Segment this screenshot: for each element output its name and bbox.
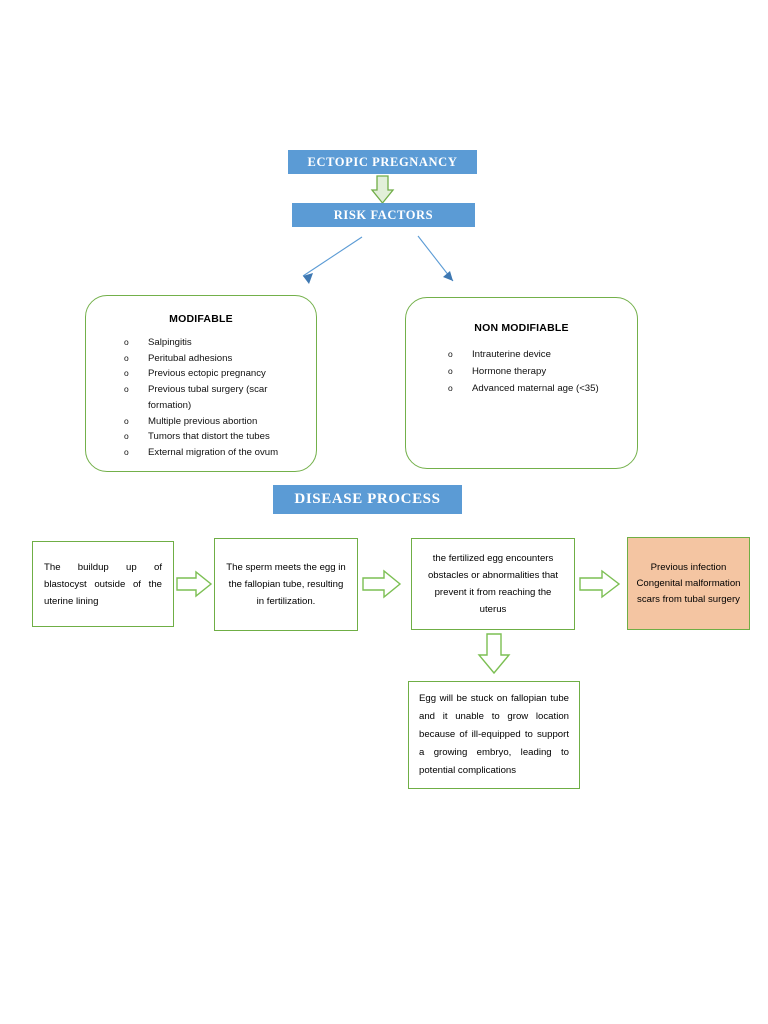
process-step-2-text: The sperm meets the egg in the fallopian… <box>226 562 346 607</box>
arrow-step3-to-outcome <box>477 633 511 675</box>
list-item: o Previous tubal surgery (scar formation… <box>124 382 310 413</box>
arrow-step3-to-step4 <box>579 569 621 599</box>
list-item: o External migration of the ovum <box>124 445 310 461</box>
bullet-glyph: o <box>124 431 129 442</box>
list-item-label: External migration of the ovum <box>148 446 279 458</box>
non-modifiable-list: o Intrauterine device o Hormone therapy … <box>406 346 637 397</box>
list-item: o Hormone therapy <box>448 363 631 380</box>
bullet-glyph: o <box>124 337 129 347</box>
process-step-4-causes: Previous infection Congenital malformati… <box>627 537 750 630</box>
list-item: o Salpingitis <box>124 335 310 351</box>
arrow-step2-to-step3 <box>362 569 402 599</box>
list-item: o Intrauterine device <box>448 346 631 363</box>
banner-disease-process: DISEASE PROCESS <box>273 485 462 514</box>
process-outcome: Egg will be stuck on fallopian tube and … <box>408 681 580 789</box>
list-item: o Peritubal adhesions <box>124 351 310 367</box>
bullet-glyph: o <box>448 349 453 359</box>
non-modifiable-heading: NON MODIFIABLE <box>474 322 569 334</box>
process-step-3-text: the fertilized egg encounters obstacles … <box>427 553 559 615</box>
list-item-label: Tumors that distort the tubes <box>148 431 270 443</box>
process-step-3: the fertilized egg encounters obstacles … <box>411 538 575 630</box>
list-item-label: Multiple previous abortion <box>148 415 258 427</box>
bullet-glyph: o <box>448 383 453 393</box>
modifiable-list: o Salpingitis o Peritubal adhesions o Pr… <box>86 335 316 461</box>
list-item-label: Previous ectopic pregnancy <box>148 368 266 380</box>
list-item-label: Peritubal adhesions <box>148 352 233 364</box>
bullet-glyph: o <box>124 446 129 457</box>
list-item-label: Salpingitis <box>148 337 192 348</box>
list-item-label: Previous tubal surgery (scar formation) <box>148 384 268 411</box>
card-modifiable-risk-factors: MODIFABLE o Salpingitis o Peritubal adhe… <box>85 295 317 472</box>
bullet-glyph: o <box>124 352 129 363</box>
bullet-glyph: o <box>124 368 129 379</box>
process-step-4-text: Previous infection Congenital malformati… <box>636 561 741 605</box>
modifiable-heading: MODIFABLE <box>169 313 233 325</box>
process-outcome-text: Egg will be stuck on fallopian tube and … <box>419 693 569 776</box>
bullet-glyph: o <box>124 384 129 395</box>
list-item: o Multiple previous abortion <box>124 414 310 430</box>
process-step-2: The sperm meets the egg in the fallopian… <box>214 538 358 631</box>
bullet-glyph: o <box>124 415 129 426</box>
list-item-label: Advanced maternal age (<35) <box>472 383 599 394</box>
process-step-1: The buildup up of blastocyst outside of … <box>32 541 174 627</box>
arrow-risk-to-nonmodifiable <box>417 235 454 282</box>
list-item-label: Intrauterine device <box>472 349 551 360</box>
list-item-label: Hormone therapy <box>472 366 547 377</box>
arrow-ectopic-to-risk <box>370 175 395 205</box>
process-step-1-text: The buildup up of blastocyst outside of … <box>44 561 162 607</box>
arrow-step1-to-step2 <box>176 570 213 598</box>
list-item: o Advanced maternal age (<35) <box>448 380 631 397</box>
card-non-modifiable-risk-factors: NON MODIFIABLE o Intrauterine device o H… <box>405 297 638 469</box>
arrow-risk-to-modifiable <box>302 236 363 284</box>
list-item: o Tumors that distort the tubes <box>124 429 310 445</box>
banner-ectopic-pregnancy: ECTOPIC PREGNANCY <box>288 150 477 174</box>
banner-risk-factors: RISK FACTORS <box>292 203 475 227</box>
list-item: o Previous ectopic pregnancy <box>124 366 310 382</box>
bullet-glyph: o <box>448 366 453 376</box>
